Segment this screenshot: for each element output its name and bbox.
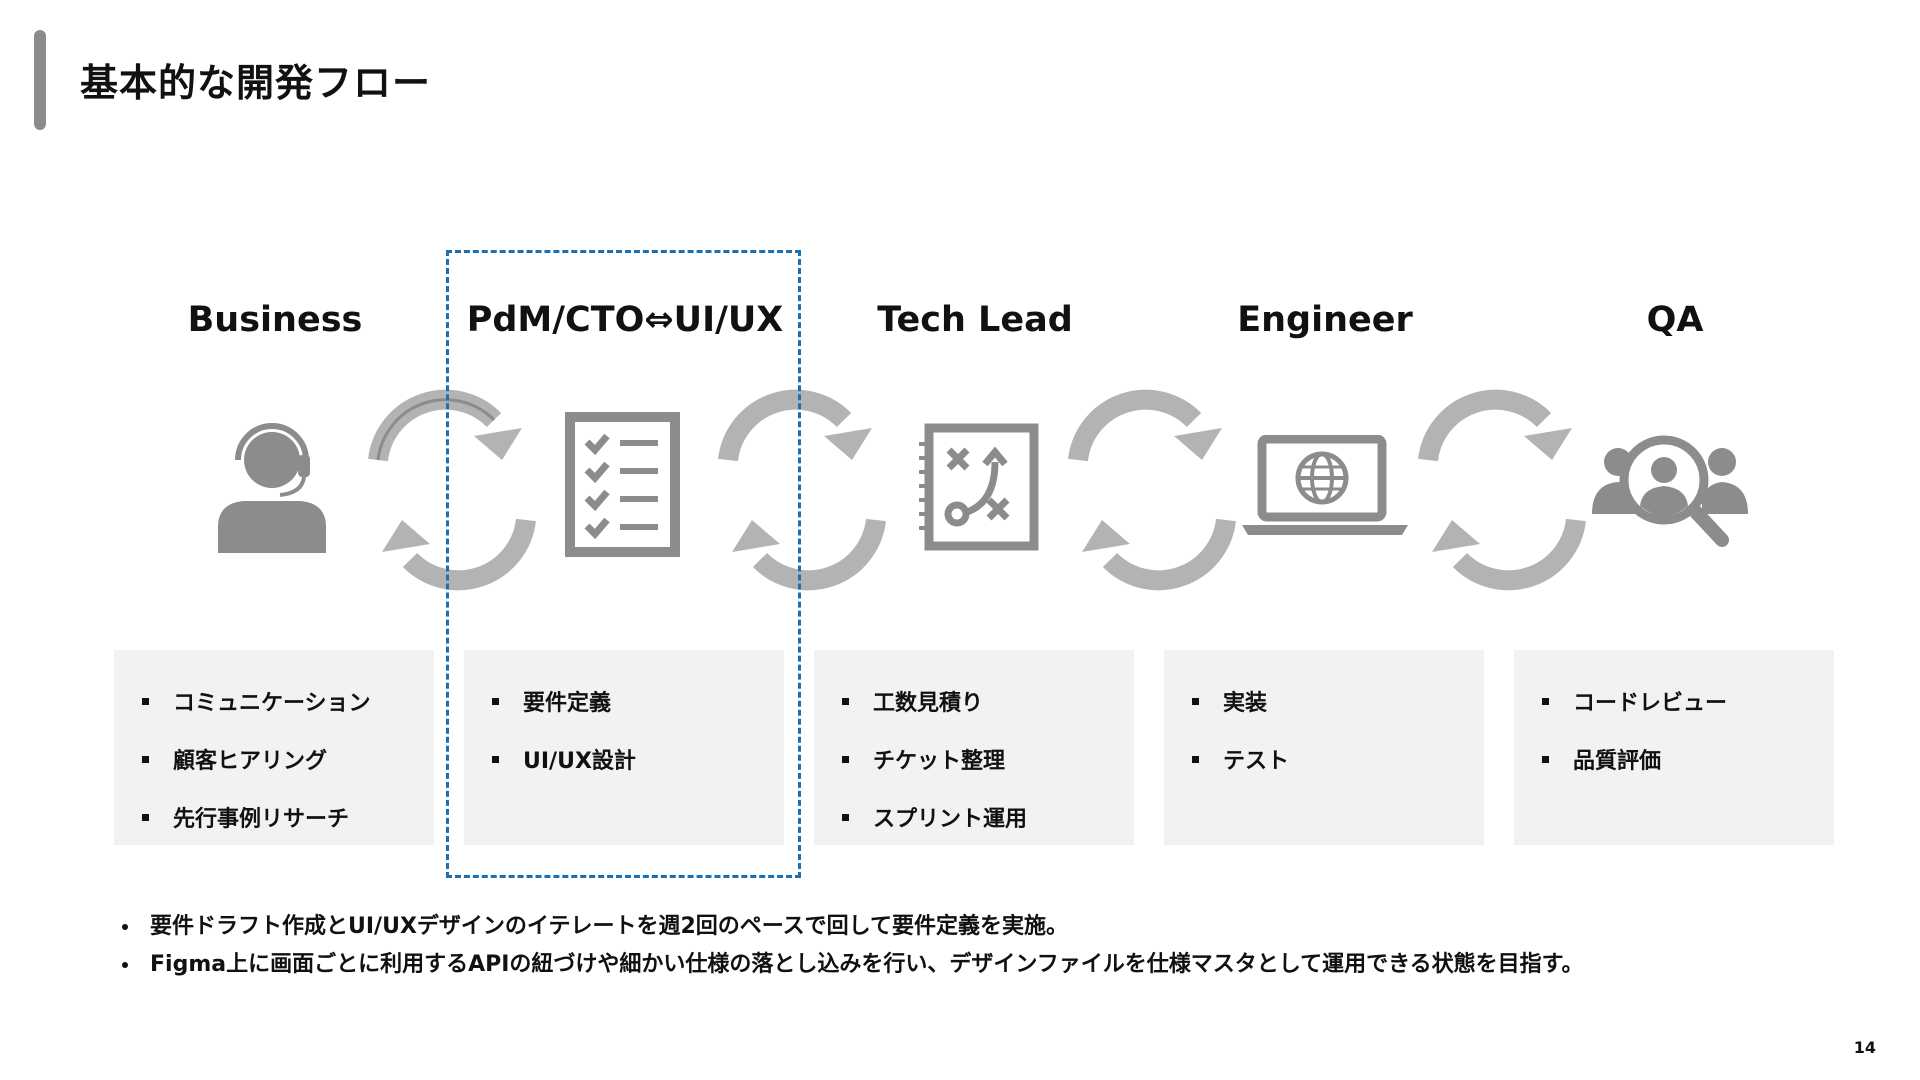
bullet-icon bbox=[122, 924, 128, 930]
task-box-pdm-cto-uiux: 要件定義 UI/UX設計 bbox=[464, 650, 784, 845]
circular-arrows-icon bbox=[1068, 389, 1236, 591]
task-item: UI/UX設計 bbox=[492, 730, 756, 788]
laptop-globe-icon bbox=[1242, 435, 1408, 535]
team-magnifier-icon bbox=[1592, 435, 1748, 547]
bullet-icon bbox=[142, 697, 149, 705]
task-item: テスト bbox=[1192, 730, 1456, 788]
page-number: 14 bbox=[1853, 1038, 1876, 1057]
bullet-icon bbox=[1192, 697, 1199, 705]
task-item: 実装 bbox=[1192, 672, 1456, 730]
circular-arrows-icon bbox=[1418, 389, 1586, 591]
bullet-icon bbox=[842, 813, 849, 821]
bullet-icon bbox=[1542, 697, 1549, 705]
task-item: 先行事例リサーチ bbox=[142, 788, 406, 846]
task-box-tech-lead: 工数見積り チケット整理 スプリント運用 bbox=[814, 650, 1134, 845]
bullet-icon bbox=[122, 962, 128, 968]
highlight-box-pdm-uiux bbox=[446, 250, 801, 878]
bullet-icon bbox=[1192, 755, 1199, 763]
task-item: スプリント運用 bbox=[842, 788, 1106, 846]
role-label-business: Business bbox=[187, 300, 363, 340]
checklist-icon bbox=[565, 412, 680, 557]
task-box-qa: コードレビュー 品質評価 bbox=[1514, 650, 1834, 845]
role-label-engineer: Engineer bbox=[1237, 300, 1413, 340]
task-item: コミュニケーション bbox=[142, 672, 406, 730]
task-item: コードレビュー bbox=[1542, 672, 1806, 730]
title-accent-bar bbox=[34, 30, 46, 130]
task-item: 要件定義 bbox=[492, 672, 756, 730]
customer-support-headset-icon bbox=[218, 423, 326, 553]
bullet-icon bbox=[842, 697, 849, 705]
note-item: Figma上に画面ごとに利用するAPIの紐づけや細かい仕様の落とし込みを行い、デ… bbox=[120, 946, 1583, 984]
page-title: 基本的な開発フロー bbox=[80, 61, 432, 105]
role-label-pdm-cto-uiux: PdM/CTO⇔UI/UX bbox=[466, 300, 784, 340]
bullet-icon bbox=[842, 755, 849, 763]
bullet-icon bbox=[492, 697, 499, 705]
task-item: 顧客ヒアリング bbox=[142, 730, 406, 788]
strategy-plan-notebook-icon bbox=[919, 423, 1039, 551]
task-item: 工数見積り bbox=[842, 672, 1106, 730]
notes-list: 要件ドラフト作成とUI/UXデザインのイテレートを週2回のペースで回して要件定義… bbox=[120, 908, 1583, 984]
task-item: 品質評価 bbox=[1542, 730, 1806, 788]
task-box-engineer: 実装 テスト bbox=[1164, 650, 1484, 845]
bullet-icon bbox=[1542, 755, 1549, 763]
task-item: チケット整理 bbox=[842, 730, 1106, 788]
note-item: 要件ドラフト作成とUI/UXデザインのイテレートを週2回のペースで回して要件定義… bbox=[120, 908, 1583, 946]
bullet-icon bbox=[142, 755, 149, 763]
role-label-qa: QA bbox=[1646, 300, 1704, 340]
circular-arrows-icon bbox=[368, 389, 536, 591]
role-label-tech-lead: Tech Lead bbox=[877, 300, 1073, 340]
bullet-icon bbox=[492, 755, 499, 763]
task-box-business: コミュニケーション 顧客ヒアリング 先行事例リサーチ bbox=[114, 650, 434, 845]
bullet-icon bbox=[142, 813, 149, 821]
circular-arrows-icon bbox=[718, 389, 886, 591]
